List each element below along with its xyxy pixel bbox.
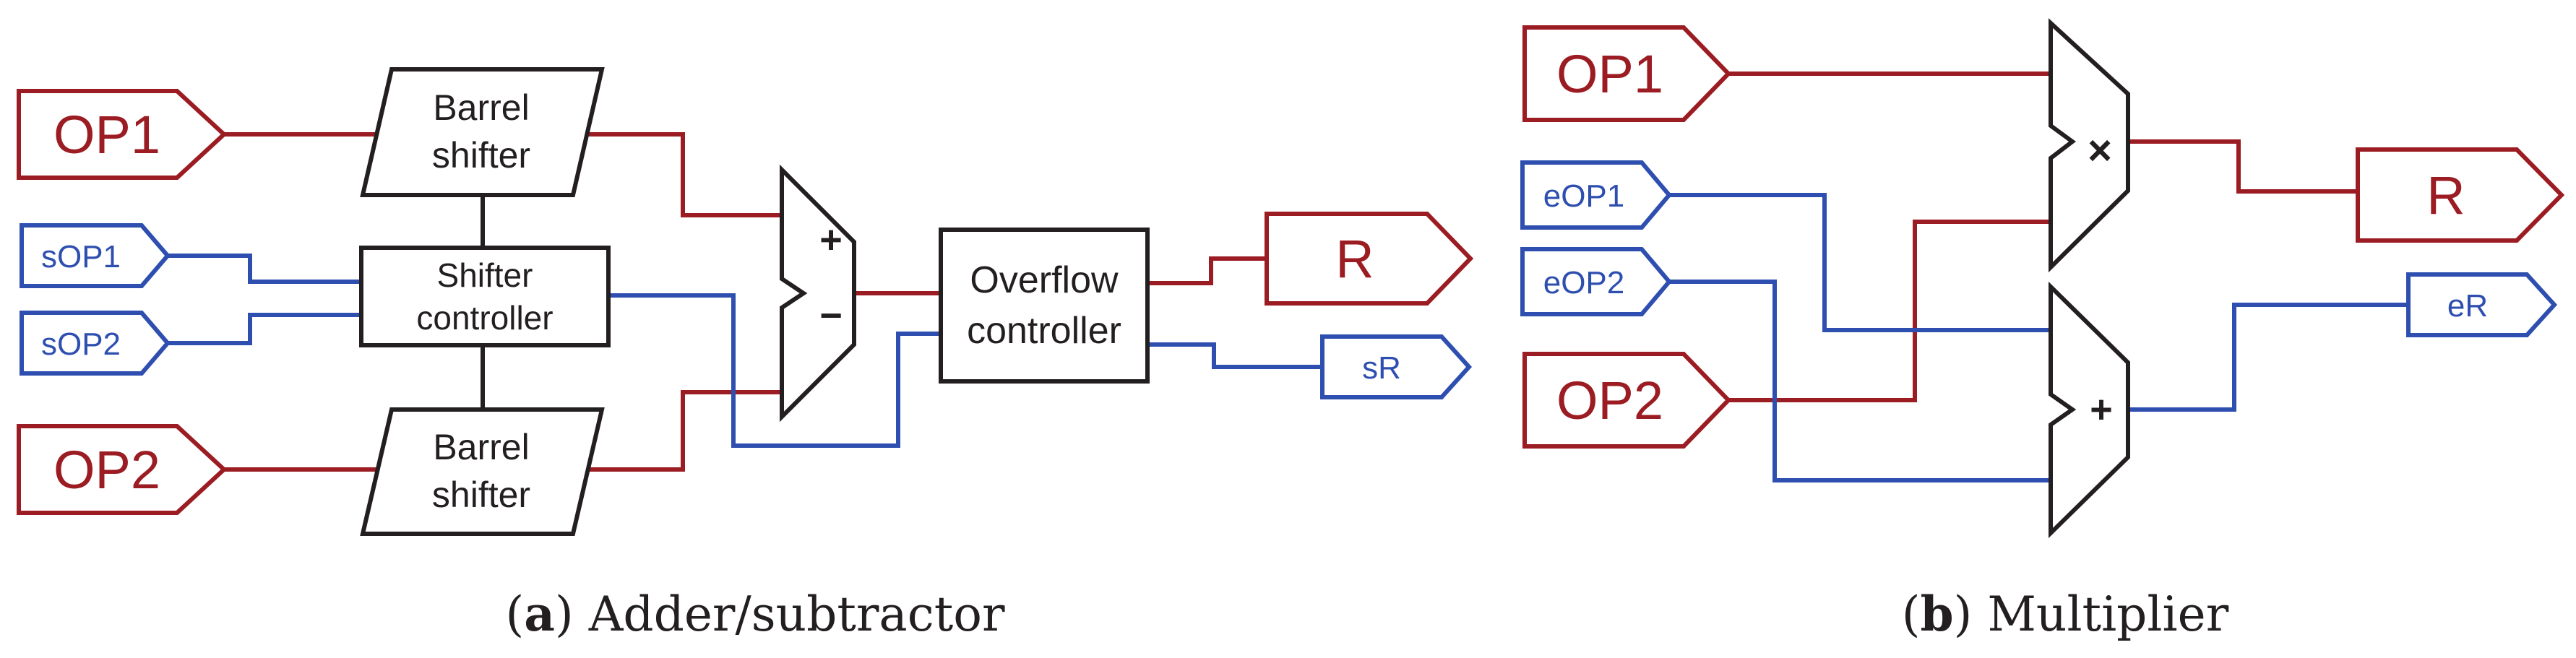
mult-op2-input-port: OP2	[1522, 352, 1732, 449]
sr-output-port: sR	[1320, 334, 1473, 399]
shifter-controller-box	[359, 246, 611, 347]
adder-subtractor-diagram: OP1 OP2 sOP1 sOP2 Barrel shifter Barrel …	[17, 67, 1474, 642]
sr-port-shape	[1320, 334, 1473, 399]
wire-sop1-to-controller	[168, 254, 361, 284]
adder-r-label: R	[1335, 229, 1374, 289]
caption-a-text: Adder/subtractor	[574, 586, 1005, 642]
caption-a-label: a	[524, 586, 555, 642]
barrel-shifter-top-line2: shifter	[432, 135, 530, 176]
sop2-port-shape	[20, 311, 171, 376]
exponent-adder-unit-shape	[2049, 281, 2130, 539]
sop2-input-port: sOP2	[20, 311, 171, 376]
wire-eop2-to-adder	[1669, 280, 2051, 482]
exponent-adder-unit: +	[2049, 281, 2130, 539]
wire-controller-to-overflow	[608, 293, 941, 448]
overflow-controller-line1: Overflow	[970, 259, 1119, 301]
caption-b-label: b	[1920, 586, 1953, 642]
alu-minus-symbol: −	[819, 294, 843, 337]
caption-b-text: Multiplier	[1972, 586, 2228, 642]
mult-op2-port-shape	[1522, 352, 1732, 449]
op2-port-shape	[17, 424, 228, 515]
barrel-shifter-bottom-line2: shifter	[432, 475, 530, 515]
eop1-input-port: eOP1	[1520, 160, 1672, 230]
mult-red-wires	[1728, 72, 2358, 402]
wire-overflow-to-r	[1147, 256, 1267, 285]
shifter-controller-line2: controller	[416, 299, 553, 337]
eop2-port-shape	[1520, 247, 1672, 316]
shifter-controller: Shifter controller	[359, 246, 611, 347]
mult-r-port-shape	[2356, 147, 2565, 243]
wire-adder-to-er	[2128, 303, 2408, 412]
sop1-label: sOP1	[41, 239, 121, 274]
op2-label: OP2	[53, 440, 160, 500]
barrel-shifter-top-line1: Barrel	[433, 87, 529, 128]
wire-barrel-bottom-to-alu	[589, 390, 782, 472]
barrel-shifter-top: Barrel shifter	[360, 67, 605, 197]
sop1-input-port: sOP1	[20, 223, 171, 288]
er-port-shape	[2406, 272, 2558, 337]
wire-sop2-to-controller	[168, 313, 361, 345]
adder-r-output-port: R	[1265, 212, 1474, 306]
add-sub-alu-shape	[780, 164, 856, 423]
mult-r-label: R	[2426, 165, 2465, 225]
adder-r-port-shape	[1265, 212, 1474, 306]
caption-b: (b) Multiplier	[1902, 586, 2229, 642]
mult-r-output-port: R	[2356, 147, 2565, 243]
mult-blue-wires	[1669, 193, 2408, 482]
mult-op2-label: OP2	[1556, 371, 1663, 430]
mult-symbol: ×	[2088, 127, 2112, 174]
alu-plus-symbol: +	[819, 218, 843, 261]
mult-op1-label: OP1	[1556, 44, 1663, 104]
barrel-shifter-bottom-line1: Barrel	[433, 427, 529, 467]
barrel-shifter-top-shape	[360, 67, 605, 197]
multiplier-unit-shape	[2049, 18, 2130, 273]
shifter-controller-line1: Shifter	[437, 256, 533, 294]
wire-eop1-to-adder	[1669, 193, 2051, 332]
wire-barrel-top-to-alu	[589, 132, 782, 217]
er-label: eR	[2447, 288, 2488, 324]
wire-mop2-to-mult	[1728, 220, 2051, 402]
wire-overflow-to-sr	[1147, 342, 1322, 369]
add-sub-alu: + −	[780, 164, 856, 423]
caption-a: (a) Adder/subtractor	[505, 586, 1005, 642]
sop2-label: sOP2	[41, 326, 121, 362]
op1-port-shape	[17, 89, 228, 180]
mult-op1-port-shape	[1522, 25, 1732, 122]
op1-label: OP1	[53, 105, 160, 165]
adder-blue-wires	[168, 254, 1322, 448]
mult-op1-input-port: OP1	[1522, 25, 1732, 122]
overflow-controller-line2: controller	[967, 310, 1121, 352]
op1-input-port: OP1	[17, 89, 228, 180]
op2-input-port: OP2	[17, 424, 228, 515]
eop1-label: eOP1	[1543, 178, 1625, 214]
overflow-controller: Overflow controller	[939, 228, 1150, 384]
sr-label: sR	[1362, 350, 1401, 386]
barrel-shifter-bottom: Barrel shifter	[360, 407, 605, 536]
add-symbol: +	[2090, 388, 2113, 431]
er-output-port: eR	[2406, 272, 2558, 337]
multiplier-unit: ×	[2049, 18, 2130, 273]
multiplier-diagram: OP1 OP2 eOP1 eOP2 × + R	[1520, 18, 2565, 642]
barrel-shifter-bottom-shape	[360, 407, 605, 536]
overflow-controller-box	[939, 228, 1150, 384]
eop2-label: eOP2	[1543, 265, 1625, 300]
wire-mult-to-r	[2128, 139, 2358, 194]
sop1-port-shape	[20, 223, 171, 288]
eop1-port-shape	[1520, 160, 1672, 230]
eop2-input-port: eOP2	[1520, 247, 1672, 316]
